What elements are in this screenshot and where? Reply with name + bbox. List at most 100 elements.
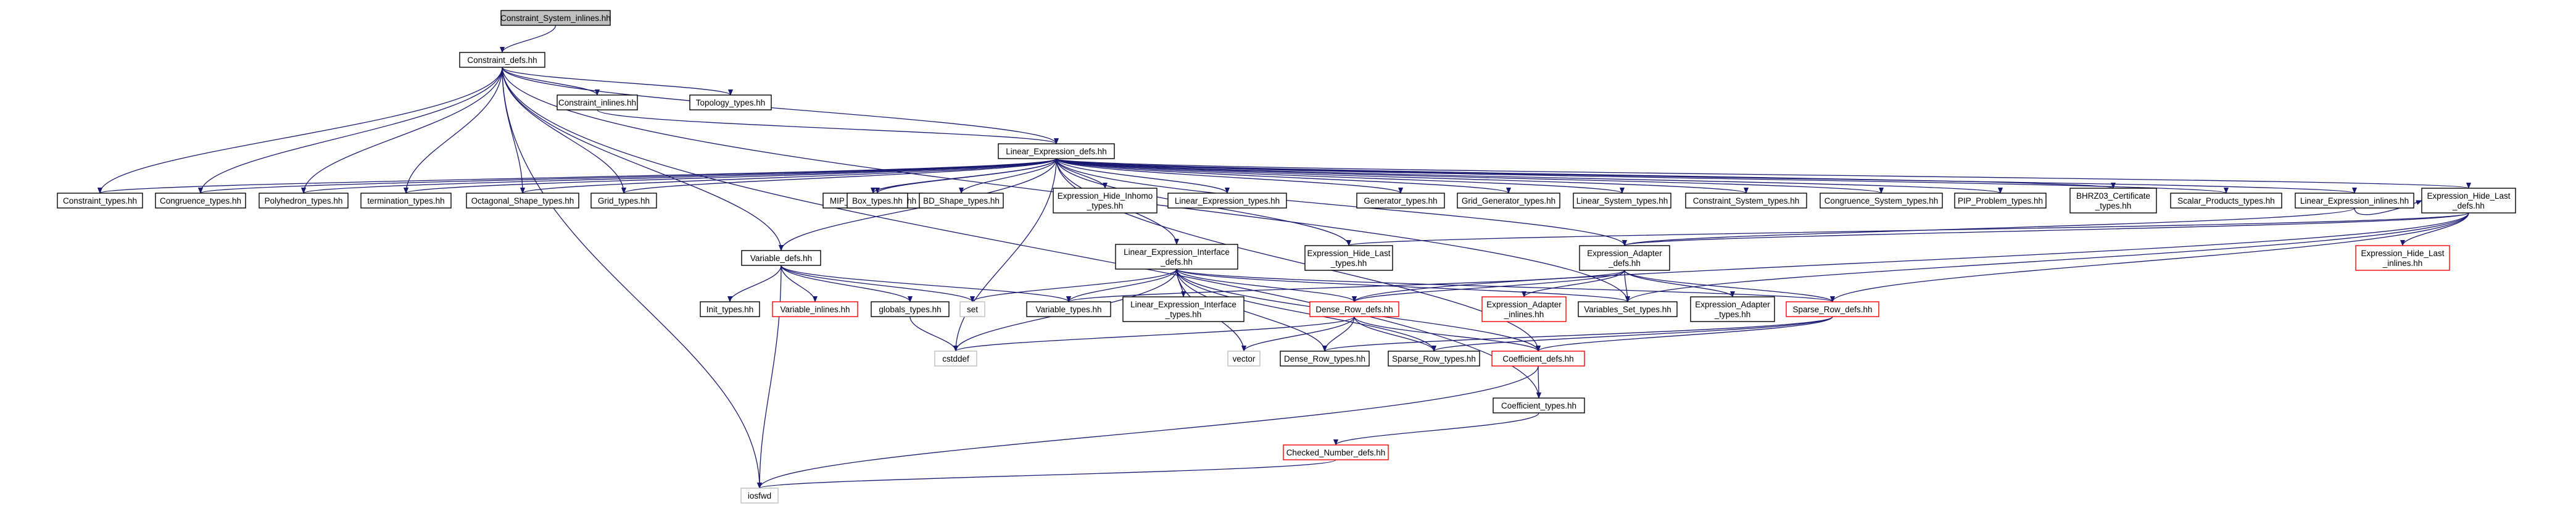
edge-cdefs-to-led [502, 67, 1059, 144]
node-srd[interactable]: Sparse_Row_defs.hh [1786, 301, 1879, 317]
node-cdefs[interactable]: Constraint_defs.hh [459, 52, 545, 68]
node-gt[interactable]: Grid_types.hh [590, 193, 657, 209]
node-vst[interactable]: Variables_Set_types.hh [1578, 301, 1678, 317]
node-label: _types.hh [1165, 310, 1202, 319]
node-srt[interactable]: Sparse_Row_types.hh [1388, 351, 1480, 367]
node-pipt[interactable]: PIP_Problem_types.hh [1954, 193, 2047, 209]
node-vinl[interactable]: Variable_inlines.hh [772, 301, 858, 317]
node-box [1026, 301, 1111, 317]
node-label: iosfwd [748, 491, 771, 501]
node-box [2069, 188, 2157, 214]
node-topo[interactable]: Topology_types.hh [689, 94, 772, 110]
node-tt[interactable]: termination_types.hh [360, 193, 452, 209]
node-let[interactable]: Linear_Expression_types.hh [1167, 193, 1287, 209]
node-spt[interactable]: Scalar_Products_types.hh [2170, 193, 2282, 209]
node-box [1115, 244, 1238, 270]
node-box [871, 301, 950, 317]
node-label: _defs.hh [1160, 257, 1193, 267]
node-vdefs[interactable]: Variable_defs.hh [741, 250, 821, 266]
node-box [259, 193, 349, 209]
node-root[interactable]: Constraint_System_inlines.hh [500, 10, 611, 26]
node-drt[interactable]: Dense_Row_types.hh [1280, 351, 1370, 367]
node-label: Grid_types.hh [598, 196, 650, 206]
edge-vdefs-to-set [781, 265, 975, 302]
node-label: Linear_Expression_Interface [1124, 247, 1230, 257]
edge-vdefs-to-glt [781, 265, 913, 302]
node-lst[interactable]: Linear_System_types.hh [1573, 193, 1671, 209]
edge-led-to-cgst [1056, 158, 1884, 194]
edge-cnd-to-iosfwd [757, 459, 1336, 489]
node-ggt[interactable]: Grid_Generator_types.hh [1457, 193, 1560, 209]
node-leid[interactable]: Linear_Expression_Interface_defs.hh [1115, 244, 1238, 270]
edge-cdefs-to-pht [301, 67, 503, 194]
node-label: Expression_Hide_Last [2361, 249, 2444, 258]
edge-led-to-bhrz [1056, 158, 2116, 189]
edge-led-to-cstddef [953, 158, 1057, 352]
node-box [689, 94, 772, 110]
node-box [2170, 193, 2282, 209]
node-label: Linear_Expression_types.hh [1175, 196, 1280, 206]
node-label: Topology_types.hh [696, 98, 766, 107]
edge-led-to-gt [621, 158, 1057, 194]
node-drd[interactable]: Dense_Row_defs.hh [1309, 301, 1399, 317]
edge-srd-to-srt [1431, 316, 1833, 352]
edge-drd-to-srt [1354, 316, 1436, 352]
node-box [1820, 193, 1943, 209]
node-ehlt[interactable]: Expression_Hide_Last_types.hh [1304, 245, 1393, 271]
node-cst[interactable]: Constraint_System_types.hh [1685, 193, 1807, 209]
node-label: Box_types.hh [852, 196, 903, 206]
node-label: _types.hh [1330, 259, 1367, 268]
node-box [1579, 245, 1670, 271]
node-box [57, 193, 143, 209]
node-box [847, 193, 908, 209]
node-box [1573, 193, 1671, 209]
edge-ehld-to-ehlt [1346, 212, 2469, 246]
node-box [1578, 301, 1678, 317]
edge-cdefs-to-cgt [198, 67, 503, 194]
node-ehld[interactable]: Expression_Hide_Last_defs.hh [2421, 188, 2516, 214]
edge-led-to-tt [404, 158, 1057, 194]
node-ead[interactable]: Expression_Adapter_defs.hh [1579, 245, 1670, 271]
node-cod[interactable]: Coefficient_defs.hh [1491, 351, 1585, 367]
edge-cinl-to-led [597, 109, 1059, 144]
node-box [1309, 301, 1399, 317]
node-vec: vector [1227, 351, 1261, 367]
node-gent[interactable]: Generator_types.hh [1356, 193, 1445, 209]
node-bds[interactable]: BD_Shape_types.hh [919, 193, 1004, 209]
node-cinl[interactable]: Constraint_inlines.hh [557, 94, 638, 110]
node-box [459, 52, 545, 68]
node-label: Expression_Adapter [1587, 249, 1662, 258]
node-box [934, 351, 977, 367]
node-box [959, 301, 985, 317]
node-bhrz[interactable]: BHRZ03_Certificate_types.hh [2069, 188, 2157, 214]
node-eai[interactable]: Expression_Adapter_inlines.hh [1481, 296, 1567, 322]
edge-cdefs-to-cinl [502, 67, 600, 96]
node-it[interactable]: Init_types.hh [700, 301, 760, 317]
node-label: Coefficient_defs.hh [1502, 354, 1573, 364]
node-label: Polyhedron_types.hh [265, 196, 343, 206]
node-cnd[interactable]: Checked_Number_defs.hh [1283, 444, 1389, 460]
node-label: Expression_Hide_Last [1307, 249, 1390, 258]
node-ost[interactable]: Octagonal_Shape_types.hh [466, 193, 579, 209]
node-ct[interactable]: Constraint_types.hh [57, 193, 143, 209]
node-label: _types.hh [1714, 310, 1751, 319]
node-cot[interactable]: Coefficient_types.hh [1493, 397, 1585, 413]
node-glt[interactable]: globals_types.hh [871, 301, 950, 317]
node-pht[interactable]: Polyhedron_types.hh [259, 193, 349, 209]
node-label: globals_types.hh [879, 305, 941, 314]
node-label: Checked_Number_defs.hh [1286, 448, 1386, 457]
node-lei[interactable]: Linear_Expression_inlines.hh [2295, 193, 2414, 209]
node-ehit[interactable]: Expression_Hide_Inhomo_types.hh [1053, 188, 1158, 214]
node-leit[interactable]: Linear_Expression_Interface_types.hh [1122, 296, 1245, 322]
node-led[interactable]: Linear_Expression_defs.hh [998, 143, 1115, 159]
node-ehli[interactable]: Expression_Hide_Last_inlines.hh [2355, 245, 2450, 271]
node-box[interactable]: Box_types.hh [847, 193, 908, 209]
node-cgst[interactable]: Congruence_System_types.hh [1820, 193, 1943, 209]
node-box [998, 143, 1115, 159]
node-vt[interactable]: Variable_types.hh [1026, 301, 1111, 317]
node-cgt[interactable]: Congruence_types.hh [155, 193, 246, 209]
node-label: Sparse_Row_defs.hh [1792, 305, 1872, 314]
node-box [360, 193, 452, 209]
node-eat[interactable]: Expression_Adapter_types.hh [1690, 296, 1775, 322]
edge-cdefs-to-tt [404, 67, 503, 194]
